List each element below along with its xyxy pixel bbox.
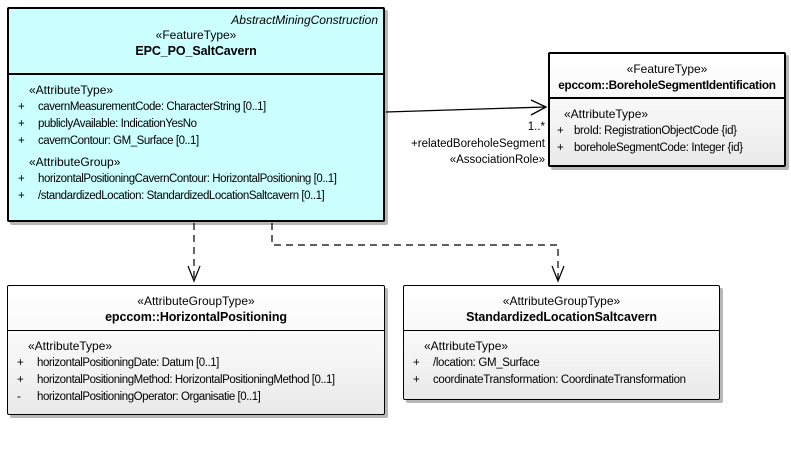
attributes-compartment: «AttributeType» + /location: GM_Surface …: [404, 331, 719, 389]
attribute-text: boreholeSegmentCode: Integer {id}: [574, 142, 743, 154]
attribute-text: horizontalPositioningCavernContour: Hori…: [38, 173, 337, 185]
attributes-compartment: «AttributeType» + broId: RegistrationObj…: [550, 99, 784, 157]
class-name: StandardizedLocationSaltcavern: [466, 310, 657, 324]
attribute-row: + horizontalPositioningCavernContour: Ho…: [9, 171, 383, 188]
class-standardized-location-saltcavern[interactable]: «AttributeGroupType» StandardizedLocatio…: [403, 285, 720, 400]
attribute-text: /location: GM_Surface: [433, 357, 540, 369]
attribute-text: coordinateTransformation: CoordinateTran…: [433, 374, 686, 386]
attribute-row: + horizontalPositioningDate: Datum [0..1…: [8, 355, 384, 372]
visibility-marker: +: [557, 125, 564, 137]
attribute-text: cavernContour: GM_Surface [0..1]: [38, 135, 199, 147]
class-borehole-segment-identification[interactable]: «FeatureType» epccom::BoreholeSegmentIde…: [548, 52, 786, 167]
attribute-text: horizontalPositioningMethod: HorizontalP…: [37, 374, 335, 386]
open-arrowhead-icon: [530, 99, 548, 116]
class-horizontal-positioning[interactable]: «AttributeGroupType» epccom::HorizontalP…: [7, 285, 385, 415]
class-header: AbstractMiningConstruction «FeatureType»…: [9, 9, 383, 75]
visibility-marker: +: [18, 173, 25, 185]
association-labels: 1..* +relatedBoreholeSegment «Associatio…: [411, 119, 545, 169]
attribute-text: cavernMeasurementCode: CharacterString […: [38, 101, 266, 113]
dependency-connector-horizontal-positioning[interactable]: [187, 223, 201, 283]
class-header: «AttributeGroupType» epccom::HorizontalP…: [8, 286, 384, 331]
attribute-text: horizontalPositioningDate: Datum [0..1]: [37, 357, 219, 369]
class-name: EPC_PO_SaltCavern: [135, 44, 257, 58]
attribute-row: + cavernContour: GM_Surface [0..1]: [9, 133, 383, 150]
visibility-marker: +: [413, 374, 420, 386]
stereotype-heading: «AttributeGroup»: [29, 155, 121, 169]
attribute-row: + horizontalPositioningMethod: Horizonta…: [8, 372, 384, 389]
attribute-text: /standardizedLocation: StandardizedLocat…: [38, 190, 325, 202]
attribute-row: + cavernMeasurementCode: CharacterString…: [9, 99, 383, 116]
attributes-compartment: «AttributeType» + cavernMeasurementCode:…: [9, 75, 383, 205]
class-name: epccom::BoreholeSegmentIdentification: [558, 78, 776, 92]
stereotype-label: «FeatureType»: [626, 62, 708, 76]
stereotype-heading: «AttributeType»: [28, 339, 113, 353]
stereotype-heading: «AttributeType»: [564, 107, 649, 121]
attribute-row: + broId: RegistrationObjectCode {id}: [550, 123, 784, 140]
visibility-marker: +: [413, 357, 420, 369]
stereotype-label: «FeatureType»: [155, 28, 237, 42]
class-epc-po-saltcavern[interactable]: AbstractMiningConstruction «FeatureType»…: [7, 7, 385, 222]
stereotype-label: «AttributeGroupType»: [502, 294, 621, 308]
visibility-marker: +: [18, 135, 25, 147]
attribute-row: + boreholeSegmentCode: Integer {id}: [550, 140, 784, 157]
visibility-marker: +: [18, 190, 25, 202]
class-name: epccom::HorizontalPositioning: [105, 310, 287, 324]
visibility-marker: +: [18, 118, 25, 130]
open-arrowhead-icon: [187, 265, 201, 283]
attribute-text: publiclyAvailable: IndicationYesNo: [38, 118, 197, 130]
attribute-row: + coordinateTransformation: CoordinateTr…: [404, 372, 719, 389]
visibility-marker: +: [17, 357, 24, 369]
visibility-marker: +: [557, 142, 564, 154]
association-connector[interactable]: [385, 99, 548, 116]
stereotype-heading: «AttributeType»: [29, 83, 114, 97]
attributes-compartment: «AttributeType» + horizontalPositioningD…: [8, 331, 384, 406]
stereotype-label: «AttributeGroupType»: [137, 294, 255, 308]
attribute-row: + publiclyAvailable: IndicationYesNo: [9, 116, 383, 133]
attribute-text: broId: RegistrationObjectCode {id}: [574, 125, 737, 137]
association-role-name: +relatedBoreholeSegment: [411, 137, 545, 150]
attribute-text: horizontalPositioningOperator: Organisat…: [37, 391, 261, 403]
visibility-marker: +: [18, 101, 25, 113]
visibility-marker: -: [17, 391, 21, 403]
association-stereotype: «AssociationRole»: [449, 154, 545, 166]
stereotype-heading: «AttributeType»: [424, 339, 509, 353]
class-header: «AttributeGroupType» StandardizedLocatio…: [404, 286, 719, 331]
attribute-row: + /standardizedLocation: StandardizedLoc…: [9, 188, 383, 205]
class-header: «FeatureType» epccom::BoreholeSegmentIde…: [550, 54, 784, 99]
parent-class-label: AbstractMiningConstruction: [231, 13, 378, 27]
dependency-connector-standardized-location[interactable]: [271, 223, 565, 283]
association-multiplicity: 1..*: [527, 121, 545, 133]
attribute-row: - horizontalPositioningOperator: Organis…: [8, 389, 384, 406]
attribute-row: + /location: GM_Surface: [404, 355, 719, 372]
open-arrowhead-icon: [551, 265, 565, 283]
visibility-marker: +: [17, 374, 24, 386]
